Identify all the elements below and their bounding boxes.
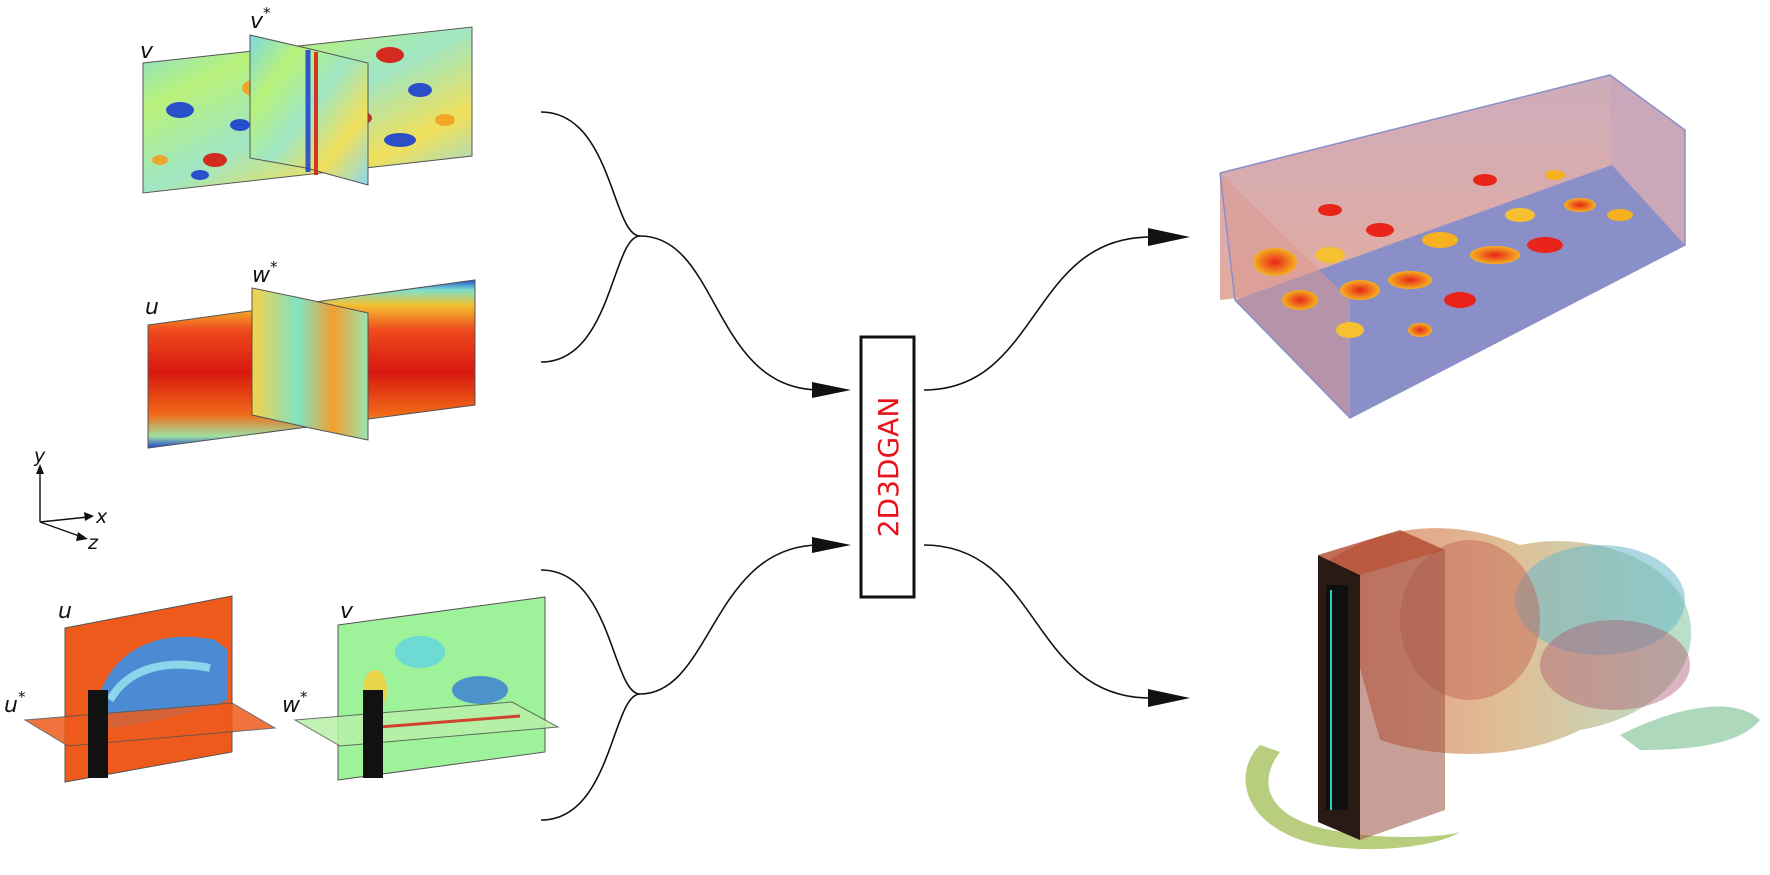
connector-line	[639, 544, 821, 695]
field-plane-xz	[23, 702, 277, 747]
arrowhead-icon	[84, 512, 94, 521]
model-block: 2D3DGAN	[859, 335, 916, 599]
cylinder-body	[88, 690, 108, 778]
x-axis-arrow	[39, 516, 89, 523]
input-channel-v: v v*	[140, 4, 473, 194]
probe-label: u*	[4, 688, 26, 718]
vortex-ring	[1515, 545, 1685, 655]
box-right-wall	[1610, 75, 1685, 245]
horseshoe-vortex	[1245, 745, 1460, 850]
plane-label: v	[140, 39, 154, 64]
cylinder-shell	[1360, 550, 1445, 840]
output-channel-volume	[1219, 74, 1686, 419]
probe-label: w*	[252, 258, 278, 288]
input-cylinder-v: v w*	[282, 596, 560, 781]
connector-line	[639, 235, 821, 391]
arrowhead-icon	[76, 532, 88, 541]
connector-line	[540, 111, 641, 237]
model-box	[859, 335, 916, 599]
plane-label: v	[340, 599, 354, 624]
input-cylinder-u: u u*	[4, 595, 277, 783]
probe-label: v*	[250, 4, 271, 34]
arrowhead-icon	[1148, 689, 1190, 707]
z-axis-arrow	[39, 521, 83, 538]
connector-line	[923, 544, 1151, 699]
axis-label-z: z	[87, 532, 99, 554]
axis-label-x: x	[95, 506, 108, 528]
output-connectors	[923, 236, 1151, 699]
plane-label: u	[58, 599, 72, 624]
cylinder-body	[363, 690, 383, 778]
probe-plane-yz	[251, 287, 369, 441]
vortex-structures	[1253, 170, 1633, 338]
arrowhead-icon	[36, 464, 44, 474]
arrowhead-icon	[812, 382, 851, 398]
input-connectors	[540, 111, 821, 821]
connector-line	[540, 569, 641, 695]
arrowhead-icon	[1148, 228, 1190, 246]
connector-line	[923, 236, 1151, 391]
axis-triad	[36, 464, 94, 541]
axis-label-y: y	[33, 445, 46, 467]
box-outline	[1219, 74, 1686, 419]
cylinder-core	[1326, 585, 1348, 810]
plane-label: u	[145, 295, 159, 320]
vortex-ring	[1540, 620, 1690, 710]
probe-label: w*	[282, 688, 308, 718]
arrowhead-icon	[812, 537, 851, 553]
trailing-vortex	[1620, 706, 1760, 750]
input-channel-u: u w*	[145, 258, 476, 449]
model-label: 2D3DGAN	[872, 397, 905, 538]
connector-line	[540, 693, 641, 821]
cylinder-top-face	[1318, 530, 1445, 575]
connector-line	[540, 235, 641, 363]
output-cylinder-volume	[1245, 528, 1760, 850]
